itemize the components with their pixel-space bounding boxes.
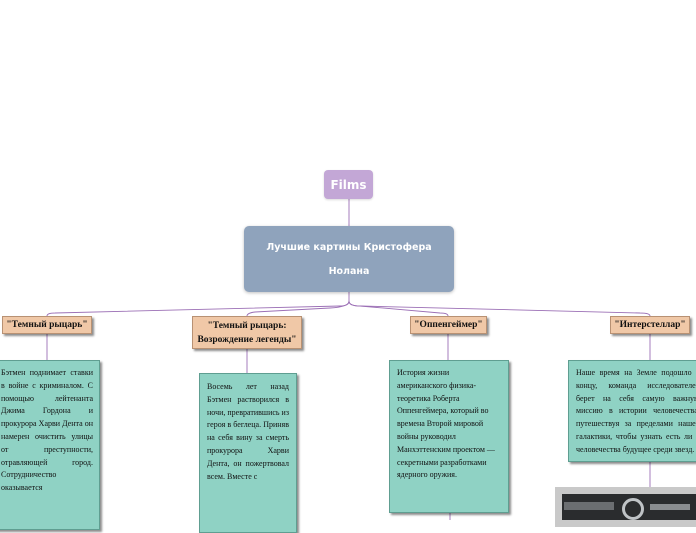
film-title-line2: Возрождение легенды": [197, 334, 297, 345]
main-topic-line1: Лучшие картины Кристофера: [266, 242, 432, 253]
film-node-dark-knight[interactable]: "Темный рыцарь": [2, 316, 92, 334]
main-topic-line2: Нолана: [328, 266, 370, 277]
film-description: История жизни американского физика-теоре…: [397, 368, 495, 480]
film-description: Восемь лет назад Бэтмен растворился в но…: [207, 382, 289, 481]
description-node-dark-knight[interactable]: Бэтмен поднимает ставки в войне с кримин…: [0, 360, 100, 530]
description-node-interstellar[interactable]: Наше время на Земле подошло к концу, ком…: [568, 360, 696, 462]
connector-lines: [46, 199, 651, 520]
description-node-oppenheimer[interactable]: История жизни американского физика-теоре…: [389, 360, 509, 513]
film-node-dark-knight-rises[interactable]: "Темный рыцарь: Возрождение легенды": [192, 316, 302, 349]
film-node-interstellar[interactable]: "Интерстеллар": [610, 316, 690, 334]
root-node[interactable]: Films: [324, 170, 373, 199]
film-title: "Оппенгеймер": [414, 320, 483, 330]
main-topic-node[interactable]: Лучшие картины Кристофера Нолана: [244, 226, 454, 292]
root-label: Films: [330, 177, 367, 192]
film-title-line1: "Темный рыцарь:: [207, 320, 287, 331]
film-description: Бэтмен поднимает ставки в войне с кримин…: [1, 368, 93, 493]
film-title: "Интерстеллар": [614, 320, 686, 330]
film-title: "Темный рыцарь": [6, 320, 88, 330]
description-node-dark-knight-rises[interactable]: Восемь лет назад Бэтмен растворился в но…: [199, 373, 297, 533]
image-content: [562, 494, 696, 520]
movie-still-image[interactable]: [555, 487, 696, 527]
film-node-oppenheimer[interactable]: "Оппенгеймер": [410, 316, 487, 334]
film-description: Наше время на Земле подошло к концу, ком…: [576, 368, 696, 454]
